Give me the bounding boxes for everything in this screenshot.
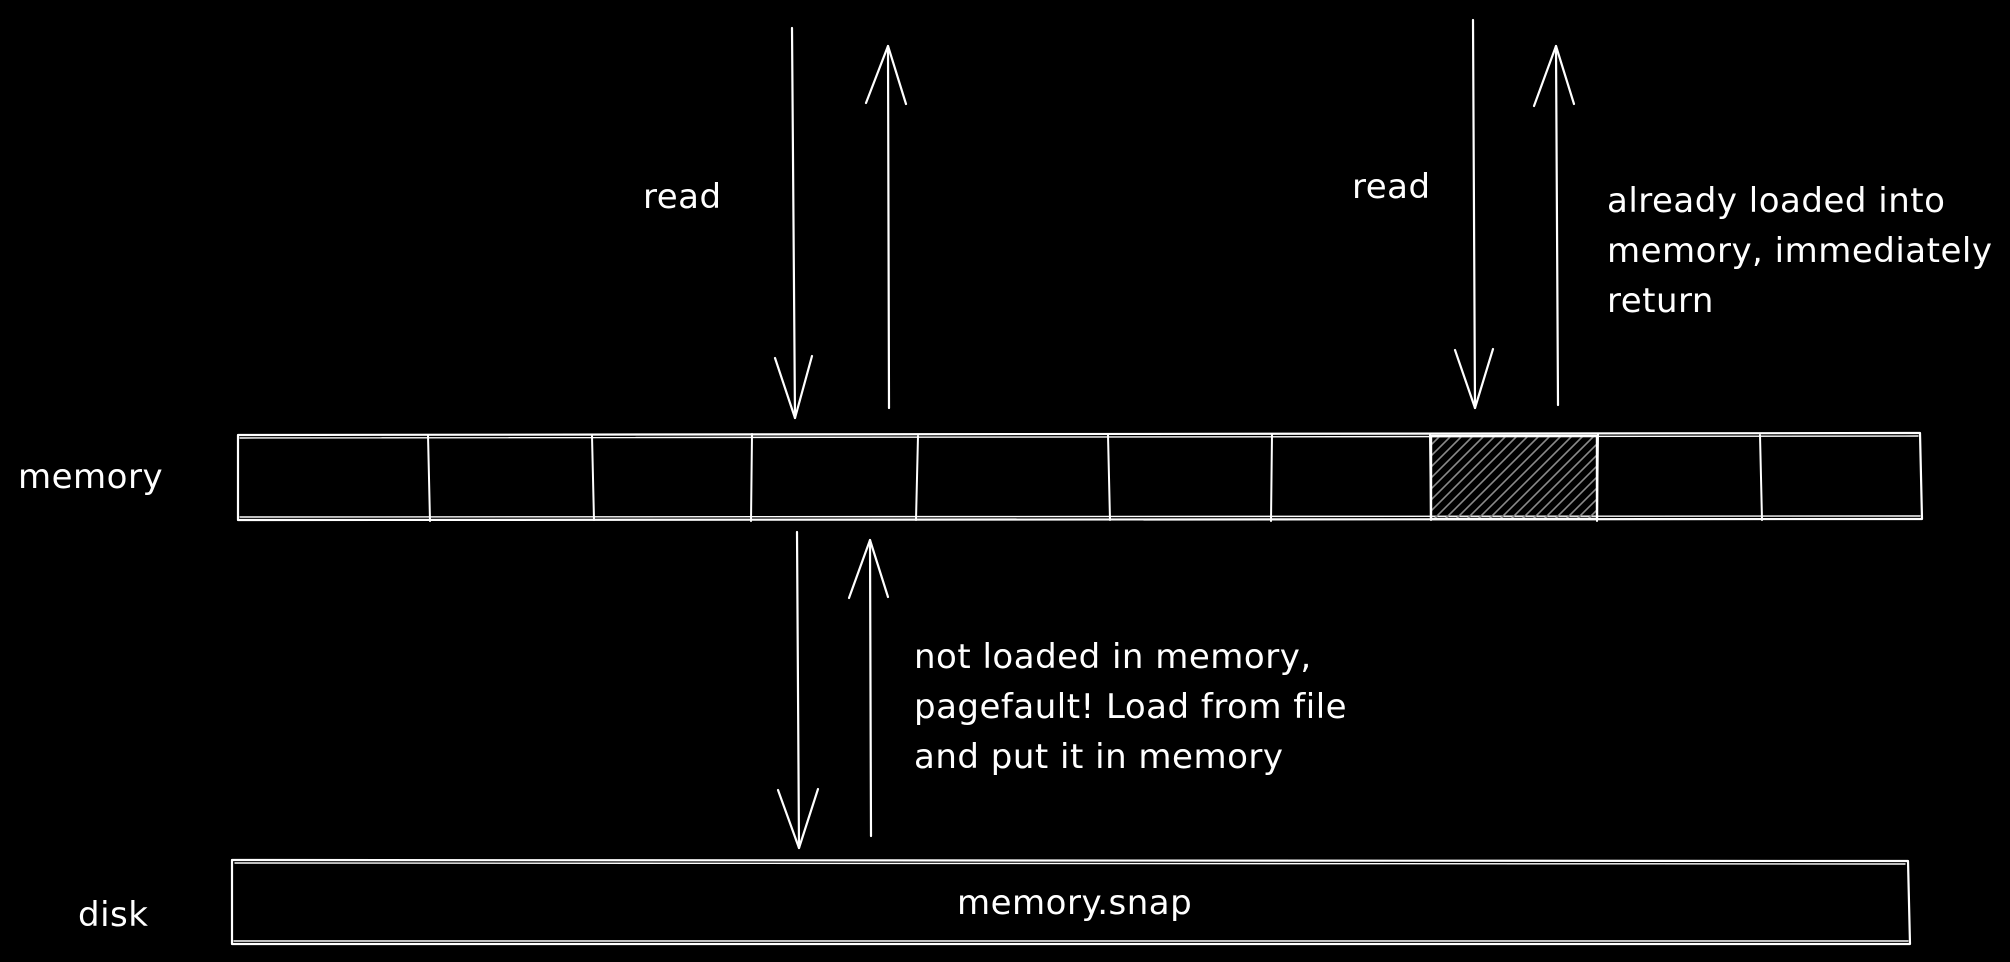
- hatch-line: [1430, 435, 1497, 503]
- hatch-line: [1543, 463, 1598, 519]
- disk-label: disk: [78, 895, 148, 935]
- hatch-line: [1430, 435, 1431, 437]
- hatch-line: [1665, 435, 1749, 519]
- hatch-line: [1466, 435, 1552, 519]
- read-request-arrow-left: [773, 26, 814, 420]
- loaded-memory-cell-border: [1429, 434, 1599, 521]
- already-loaded-note: already loaded into memory, immediately …: [1607, 181, 1992, 321]
- hatch-line: [1430, 435, 1486, 492]
- memory-cell-divider: [1759, 434, 1763, 521]
- hatch-line: [1532, 452, 1598, 519]
- hatch-line: [1643, 435, 1727, 519]
- hatch-line: [1477, 435, 1563, 519]
- put-in-memory-arrow: [847, 538, 890, 838]
- hatch-line: [1576, 496, 1598, 519]
- read-label-right: read: [1352, 167, 1431, 207]
- hatch-line: [1499, 435, 1585, 519]
- hatch-line: [1565, 485, 1598, 519]
- hatch-line: [1433, 435, 1519, 519]
- memory-label: memory: [18, 457, 163, 497]
- disk-bar: [230, 858, 1912, 946]
- hatch-line: [1430, 435, 1442, 448]
- hatch-line: [1430, 435, 1464, 470]
- hatch-line: [1430, 435, 1453, 459]
- hatch-line: [1621, 435, 1705, 519]
- memory-cell-divider: [1270, 433, 1273, 522]
- pagefault-note-line: pagefault! Load from file: [914, 687, 1347, 727]
- disk-file-name: memory.snap: [957, 883, 1192, 923]
- memory-cell-divider: [915, 435, 919, 521]
- load-from-disk-arrow: [776, 530, 820, 850]
- hatch-line: [1587, 507, 1598, 519]
- hatch-line: [1510, 435, 1596, 519]
- already-loaded-note-line: memory, immediately: [1607, 231, 1992, 271]
- already-loaded-note-line: return: [1607, 281, 1714, 321]
- read-request-arrow-right: [1453, 18, 1495, 410]
- memory-cell-divider: [591, 435, 595, 521]
- hatch-line: [1488, 435, 1574, 519]
- hatch-line: [1632, 435, 1716, 519]
- pagefault-note-line: and put it in memory: [914, 737, 1284, 777]
- hatch-line: [1610, 435, 1694, 519]
- pagefault-note: not loaded in memory, pagefault! Load fr…: [914, 637, 1347, 777]
- loaded-memory-cell: [1430, 435, 1760, 519]
- pagefault-note-line: not loaded in memory,: [914, 637, 1312, 677]
- memory-cell-divider: [427, 434, 431, 522]
- hatch-line: [1455, 435, 1541, 519]
- hatch-line: [1676, 435, 1760, 519]
- return-arrow-right: [1532, 44, 1576, 407]
- hatch-line: [1654, 435, 1738, 519]
- read-label-left: read: [643, 177, 722, 217]
- already-loaded-note-line: already loaded into: [1607, 181, 1945, 221]
- hatch-line: [1444, 435, 1530, 519]
- hatch-line: [1521, 441, 1598, 519]
- memory-strip: [236, 431, 1924, 522]
- hatch-line: [1430, 435, 1508, 514]
- memory-cell-divider: [750, 433, 753, 522]
- hatch-line: [1599, 435, 1683, 519]
- return-arrow-left: [864, 44, 908, 410]
- memory-cell-divider: [1107, 434, 1111, 521]
